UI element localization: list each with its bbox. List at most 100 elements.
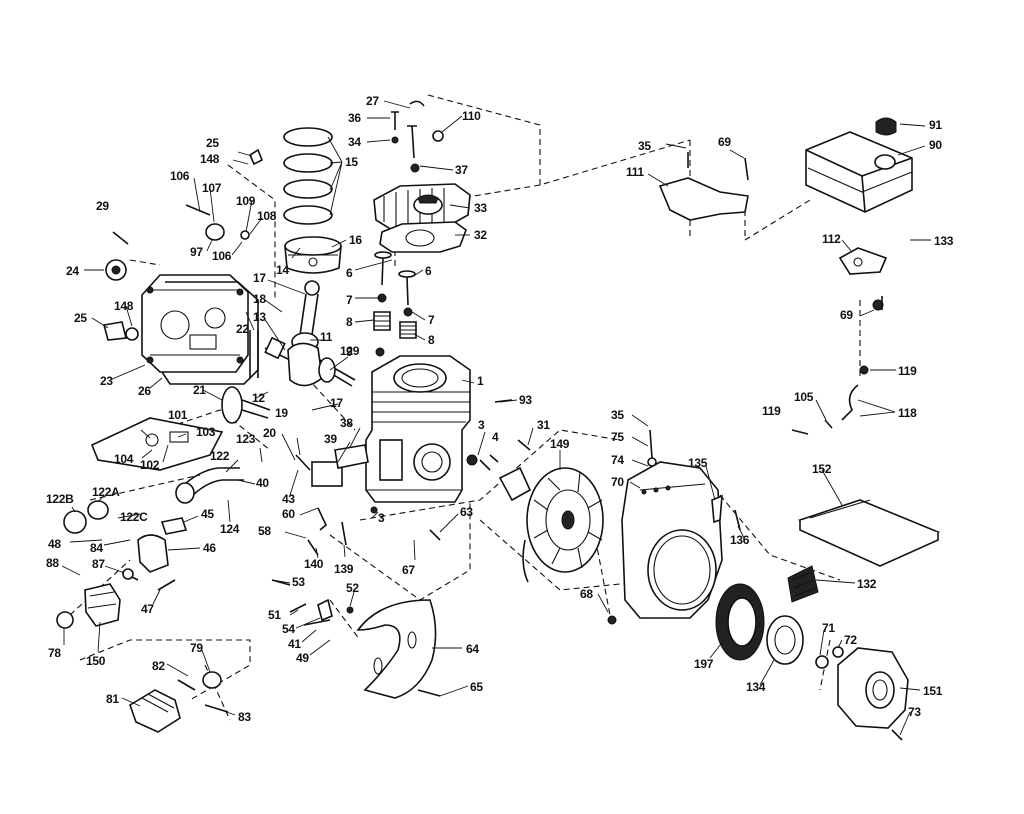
part-label: 139 (334, 562, 354, 576)
part-label: 4 (492, 430, 499, 444)
part-label: 65 (470, 680, 483, 694)
part-label: 35 (638, 139, 651, 153)
part-label: 47 (141, 602, 154, 616)
part-label: 132 (857, 577, 877, 591)
part-label: 81 (106, 692, 119, 706)
ignition-coil (429, 399, 532, 541)
part-label: 149 (550, 437, 570, 451)
small-hardware (271, 579, 354, 626)
part-label: 119 (762, 404, 781, 418)
part-label: 46 (203, 541, 216, 555)
valve-right (398, 270, 417, 339)
part-label: 151 (923, 684, 943, 698)
dipstick-parts (185, 148, 264, 241)
fuel-line (791, 296, 884, 435)
part-label: 83 (238, 710, 251, 724)
camshaft-gear (221, 330, 271, 424)
part-label: 17 (253, 271, 266, 285)
part-label: 118 (898, 406, 917, 420)
part-label: 22 (236, 322, 249, 336)
part-label: 70 (611, 475, 624, 489)
part-label: 104 (114, 452, 134, 466)
grille (787, 565, 819, 603)
part-label: 134 (746, 680, 766, 694)
connecting-rod (291, 280, 320, 352)
part-label: 39 (324, 432, 337, 446)
head-gasket (379, 221, 467, 253)
shroud-screws (647, 429, 741, 531)
part-label: 32 (474, 228, 487, 242)
part-label: 24 (66, 264, 79, 278)
part-label: 71 (822, 621, 835, 635)
part-label: 123 (236, 432, 256, 446)
part-label: 112 (822, 232, 841, 246)
rotating-screen (715, 583, 765, 661)
part-label: 122A (92, 485, 120, 499)
part-label: 26 (138, 384, 151, 398)
part-label: 23 (100, 374, 113, 388)
part-label: 129 (340, 344, 360, 358)
part-label: 6 (425, 264, 432, 278)
part-label: 82 (152, 659, 165, 673)
part-label: 122 (210, 449, 230, 463)
part-label: 75 (611, 430, 624, 444)
part-label: 9 (346, 345, 353, 359)
part-label: 41 (288, 637, 301, 651)
part-label: 108 (257, 209, 277, 223)
part-label: 84 (90, 541, 103, 555)
recoil-starter (815, 646, 909, 741)
part-label: 36 (348, 111, 361, 125)
part-label: 6 (346, 266, 353, 280)
part-label: 122C (120, 510, 148, 524)
part-label: 38 (340, 416, 353, 430)
part-label: 90 (929, 138, 942, 152)
part-label: 35 (611, 408, 624, 422)
base-guard (356, 599, 441, 699)
oil-seal (105, 259, 127, 281)
part-label: 25 (74, 311, 87, 325)
part-label: 52 (346, 581, 359, 595)
small-bolt-29 (112, 231, 129, 245)
part-label: 68 (580, 587, 593, 601)
part-label: 67 (402, 563, 415, 577)
part-label: 51 (268, 608, 281, 622)
part-label: 49 (296, 651, 309, 665)
governor-linkage (295, 444, 369, 556)
part-label: 20 (263, 426, 276, 440)
head-bolts (391, 100, 444, 173)
part-label: 1 (477, 374, 484, 388)
part-label: 106 (170, 169, 190, 183)
part-label: 107 (202, 181, 222, 195)
part-label: 109 (236, 194, 256, 208)
engine-block (365, 355, 471, 514)
crankcase-cover (141, 274, 249, 373)
part-label: 150 (86, 654, 106, 668)
fuel-tank (805, 117, 913, 213)
tank-mount-bracket (658, 152, 749, 221)
part-label: 29 (96, 199, 109, 213)
leader-lines (61, 100, 931, 736)
part-label: 140 (304, 557, 324, 571)
part-label: 18 (253, 292, 266, 306)
part-label: 63 (460, 505, 473, 519)
tank-bracket (838, 247, 888, 275)
part-label: 60 (282, 507, 295, 521)
part-label: 12 (252, 391, 265, 405)
part-label: 19 (275, 406, 288, 420)
cylinder-head (373, 183, 471, 231)
part-label: 136 (730, 533, 750, 547)
part-label: 33 (474, 201, 487, 215)
part-label: 64 (466, 642, 479, 656)
air-filter (797, 499, 941, 567)
piston-rings (283, 127, 333, 225)
part-label: 54 (282, 622, 295, 636)
part-label: 45 (201, 507, 214, 521)
breather-plate (90, 417, 224, 471)
part-label: 25 (206, 136, 219, 150)
part-label: 40 (256, 476, 269, 490)
starter-cup (607, 615, 804, 665)
part-label: 16 (349, 233, 362, 247)
part-label: 148 (114, 299, 134, 313)
part-label: 106 (212, 249, 232, 263)
part-label: 21 (193, 383, 206, 397)
